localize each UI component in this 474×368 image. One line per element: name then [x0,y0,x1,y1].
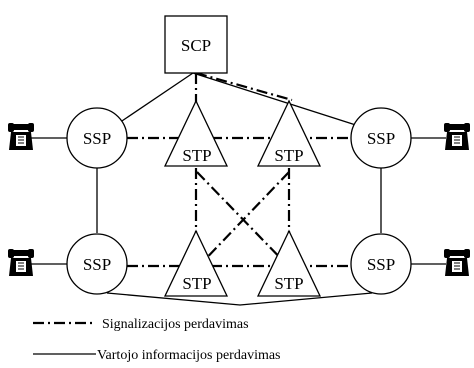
link-ssp-bottom [106,292,373,306]
ssp-bottom-left: SSP [66,233,128,295]
scp-label: SCP [181,36,211,55]
stp-bottom-right: STP [256,229,322,297]
scp-node: SCP [164,15,228,74]
ssp-top-right-label: SSP [367,129,395,148]
stp-top-right-label: STP [274,146,303,165]
legend-information-label: Vartojo informacijos perdavimas [97,348,281,363]
stp-bottom-left: STP [163,229,229,297]
stp-top-right: STP [256,99,322,167]
telephone-icon [443,248,471,277]
information-links [30,72,446,306]
legend-signaling-label: Signalizacijos perdavimas [102,317,249,332]
stp-bottom-right-label: STP [274,274,303,293]
ssp-top-right: SSP [350,107,412,169]
stp-top-left: STP [163,99,229,167]
telephone-icon [7,248,35,277]
stp-top-left-label: STP [182,146,211,165]
ssp-bottom-right: SSP [350,233,412,295]
sig-scp-stp-right [195,71,293,102]
ssp-top-left: SSP [66,107,128,169]
link-scp-ssp-left [112,72,194,128]
signaling-links [127,71,352,270]
telephone-icon [7,122,35,151]
stp-bottom-left-label: STP [182,274,211,293]
telephone-icon [443,122,471,151]
link-scp-ssp-right [192,72,363,128]
legend: Signalizacijos perdavimas Vartojo inform… [33,317,281,363]
ssp-top-left-label: SSP [83,129,111,148]
ssp-bottom-left-label: SSP [83,255,111,274]
ssp-bottom-right-label: SSP [367,255,395,274]
sig-cross-2 [195,171,290,270]
